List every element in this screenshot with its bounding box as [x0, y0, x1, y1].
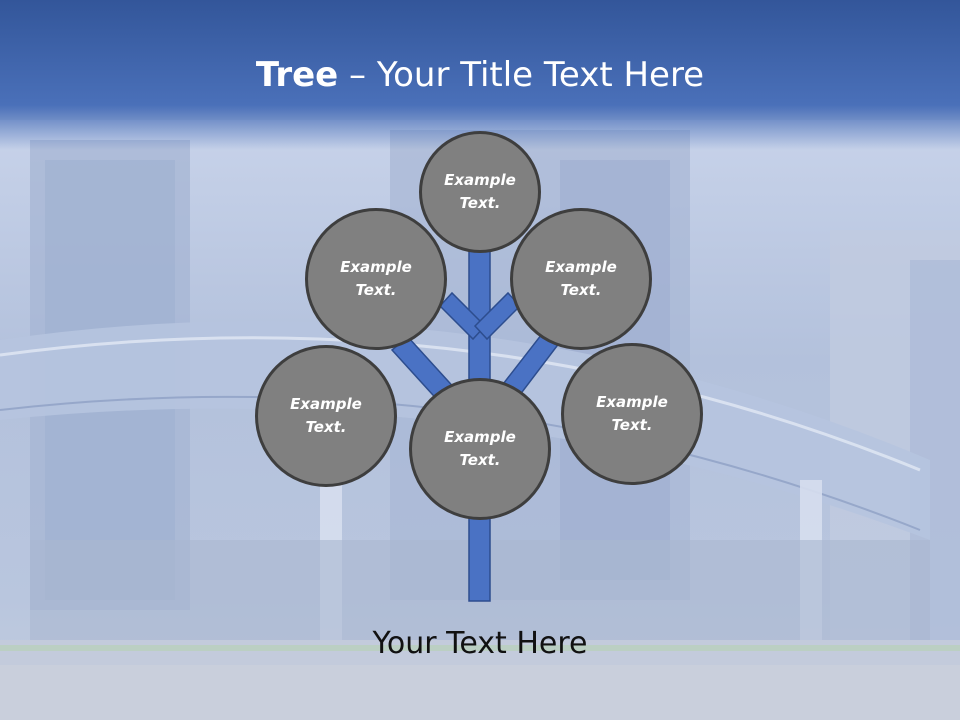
node-upper-left-label: Example Text.: [340, 258, 412, 299]
title-rest-text: – Your Title Text Here: [338, 55, 705, 95]
node-lower-right[interactable]: Example Text.: [561, 343, 703, 485]
title-bold-text: Tree: [255, 55, 339, 95]
node-lower-left-label: Example Text.: [290, 395, 362, 436]
node-upper-right-label: Example Text.: [545, 258, 617, 299]
node-center[interactable]: Example Text.: [409, 378, 551, 520]
node-top[interactable]: Example Text.: [419, 131, 541, 253]
node-lower-right-label: Example Text.: [596, 393, 668, 434]
node-lower-left[interactable]: Example Text.: [255, 345, 397, 487]
title-banner: [0, 0, 960, 150]
node-top-label: Example Text.: [444, 171, 516, 212]
node-upper-left[interactable]: Example Text.: [305, 208, 447, 350]
slide-title[interactable]: Tree – Your Title Text Here: [0, 52, 960, 98]
node-center-label: Example Text.: [444, 428, 516, 469]
node-upper-right[interactable]: Example Text.: [510, 208, 652, 350]
footer-caption[interactable]: Your Text Here: [372, 626, 588, 661]
